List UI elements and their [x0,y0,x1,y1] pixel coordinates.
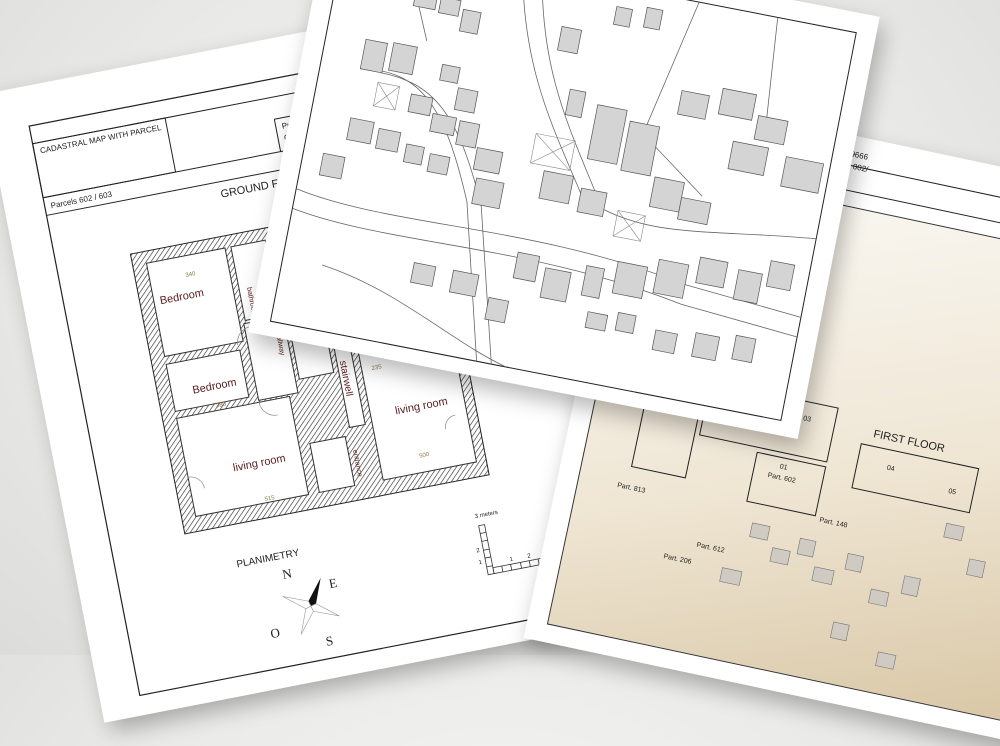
svg-text:515: 515 [264,495,276,503]
svg-text:380: 380 [216,402,228,410]
cadastral-map-drawing [269,0,857,421]
compass-icon [282,577,340,635]
unit-05-label: 05 [947,487,957,497]
label-hallway: hallway [274,332,285,357]
buildings [318,0,825,364]
svg-text:500: 500 [419,452,431,460]
svg-text:340: 340 [185,271,197,279]
svg-text:235: 235 [371,364,383,372]
unit-04-label-first: 04 [886,464,896,474]
compass-rose: N E O S [264,559,358,653]
cadastral-map-sheet [247,0,880,439]
